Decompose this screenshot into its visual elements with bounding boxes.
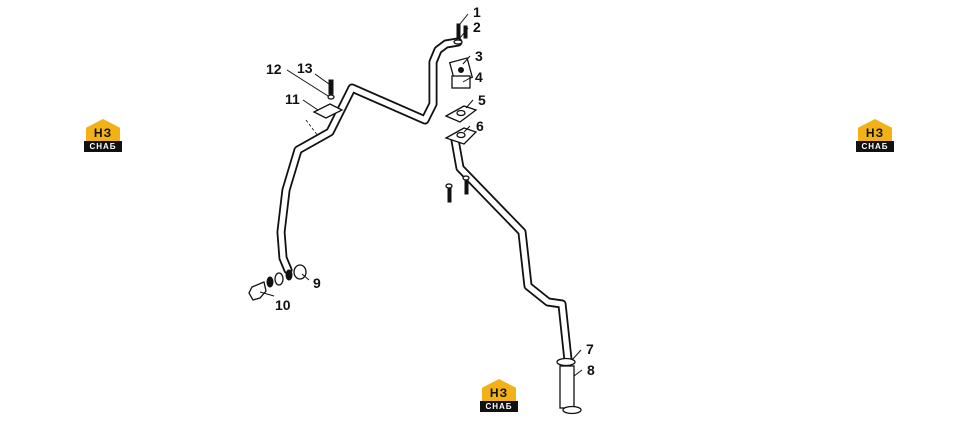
banjo-9 bbox=[293, 264, 307, 280]
bolt-1 bbox=[456, 23, 461, 39]
washer-9 bbox=[285, 269, 293, 281]
leader-8 bbox=[573, 369, 583, 377]
callout-5: 5 bbox=[478, 92, 486, 108]
logo-house-shape bbox=[482, 379, 516, 401]
leader-9 bbox=[301, 273, 310, 281]
washer-lower-right bbox=[462, 175, 470, 181]
callout-7: 7 bbox=[586, 341, 594, 357]
washer-12 bbox=[327, 94, 335, 100]
hose-8 bbox=[559, 365, 575, 409]
callout-11: 11 bbox=[285, 91, 300, 107]
callout-10: 10 bbox=[275, 297, 291, 313]
washer-lower-left bbox=[445, 183, 453, 189]
pipe-left-inner bbox=[278, 39, 461, 273]
callout-12: 12 bbox=[266, 61, 282, 77]
leader-6 bbox=[463, 125, 471, 133]
callout-3: 3 bbox=[475, 48, 483, 64]
leader-1 bbox=[459, 13, 469, 25]
flange-6-hole bbox=[456, 131, 466, 139]
leader-10 bbox=[259, 291, 275, 297]
gasket-5-hole bbox=[456, 109, 466, 117]
logo-house-shape bbox=[858, 119, 892, 141]
callout-13: 13 bbox=[297, 60, 313, 76]
leader-11 bbox=[302, 99, 319, 111]
callout-8: 8 bbox=[587, 362, 595, 378]
logo-mark: НЗ bbox=[93, 126, 113, 140]
clamp-11 bbox=[312, 103, 344, 119]
pipe-right bbox=[450, 135, 573, 365]
washer-10 bbox=[274, 272, 284, 286]
banjo-bolt-10 bbox=[248, 281, 267, 301]
callout-2: 2 bbox=[473, 19, 481, 35]
brand-logo-bottom: НЗ CHAБ bbox=[480, 379, 518, 413]
logo-name: CHAБ bbox=[84, 141, 122, 152]
washer-10b bbox=[266, 276, 274, 288]
bolt-1b bbox=[463, 25, 468, 39]
leader-2 bbox=[459, 27, 469, 39]
callout-1: 1 bbox=[473, 4, 481, 20]
clamp-dash bbox=[305, 119, 319, 137]
logo-house-shape bbox=[86, 119, 120, 141]
leader-3 bbox=[462, 55, 471, 65]
logo-name: CHAБ bbox=[856, 141, 894, 152]
brand-logo-left: НЗ CHAБ bbox=[84, 119, 122, 153]
leader-4 bbox=[462, 77, 471, 83]
callout-6: 6 bbox=[476, 118, 484, 134]
brand-logo-right: НЗ CHAБ bbox=[856, 119, 894, 153]
leader-12 bbox=[286, 69, 329, 97]
flange-hole bbox=[458, 67, 464, 73]
leader-13 bbox=[314, 73, 330, 85]
callout-9: 9 bbox=[313, 275, 321, 291]
clamp-8-bottom bbox=[562, 405, 582, 415]
callout-4: 4 bbox=[475, 69, 483, 85]
logo-mark: НЗ bbox=[489, 386, 509, 400]
logo-name: CHAБ bbox=[480, 401, 518, 412]
leader-7 bbox=[571, 349, 582, 361]
flange-4 bbox=[451, 75, 471, 89]
washer-2 bbox=[453, 39, 463, 45]
logo-mark: НЗ bbox=[865, 126, 885, 140]
pipe-right-inner bbox=[452, 137, 571, 363]
bolt-13 bbox=[328, 79, 334, 95]
leader-5 bbox=[465, 99, 474, 109]
